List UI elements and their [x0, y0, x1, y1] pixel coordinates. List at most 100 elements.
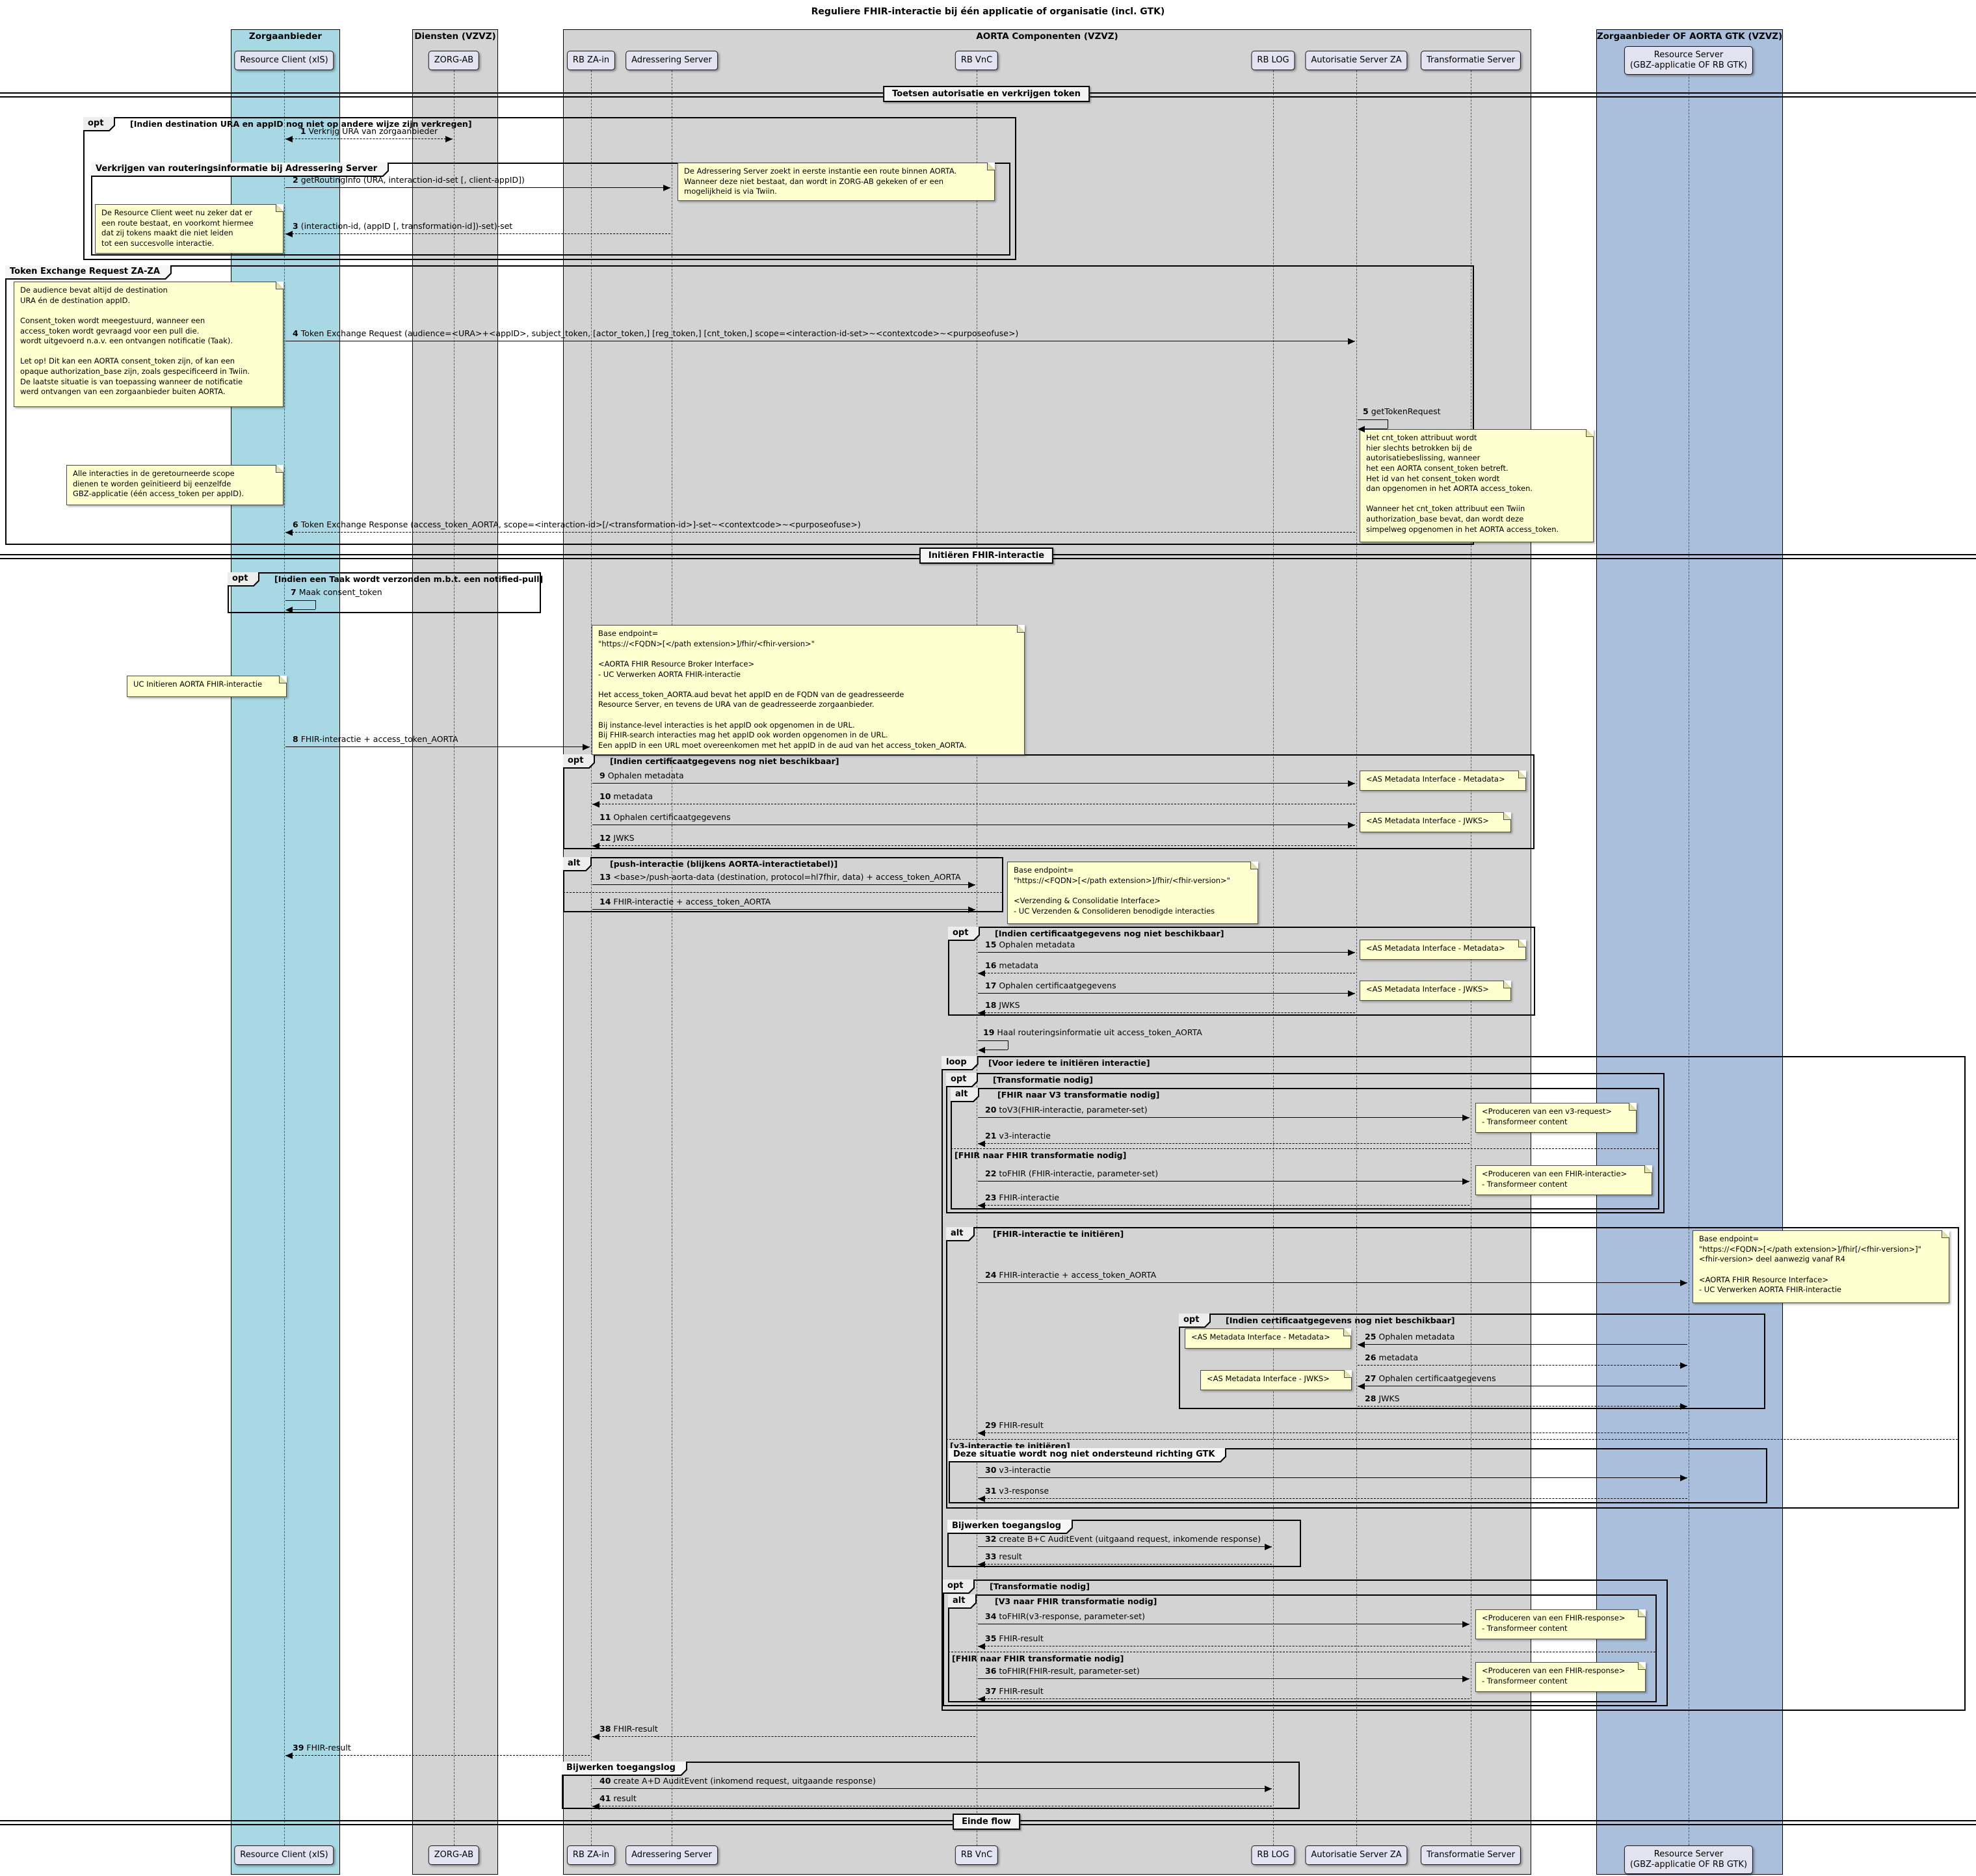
message-37-arrowhead-left [978, 1696, 985, 1702]
fragment-opt-3: opt [228, 572, 541, 613]
participant-top-rbvnc: RB VnC [955, 51, 999, 70]
message-25-label: 25 Ophalen metadata [1365, 1332, 1455, 1341]
fragment-tag: Bijwerken toegangslog [947, 1520, 1073, 1534]
message-20-label: 20 toV3(FHIR-interactie, parameter-set) [985, 1105, 1148, 1115]
message-39-label: 39 FHIR-result [293, 1743, 351, 1752]
message-33-arrowhead-left [978, 1561, 985, 1568]
note-as-jwks-3: <AS Metadata Interface - JWKS> [1200, 1370, 1352, 1390]
message-text: Verkrijg URA van zorgaanbieder [308, 126, 438, 136]
message-26-arrowhead [1680, 1362, 1687, 1369]
message-38-label: 38 FHIR-result [599, 1724, 658, 1734]
message-32-line [978, 1546, 1272, 1547]
fragment-else-line [563, 892, 1002, 893]
message-number: 28 [1365, 1394, 1377, 1403]
message-number: 3 [293, 221, 298, 231]
message-text: metadata [1378, 1353, 1418, 1362]
message-number: 1 [300, 126, 306, 136]
message-40-line [592, 1788, 1272, 1789]
message-18-line [978, 1012, 1355, 1013]
fragment-group-2: Token Exchange Request ZA-ZA [5, 265, 1474, 545]
message-text: Ophalen certificaatgegevens [613, 812, 731, 822]
message-35-label: 35 FHIR-result [985, 1633, 1044, 1643]
message-2-line [285, 187, 670, 188]
fragment-tag-label: opt [948, 927, 979, 940]
message-2-arrowhead [663, 185, 670, 191]
message-text: metadata [613, 791, 653, 801]
message-number: 39 [293, 1743, 304, 1752]
note-as-metadata-1: <AS Metadata Interface - Metadata> [1360, 771, 1526, 791]
message-text: v3-interactie [999, 1131, 1051, 1141]
fragment-tag-label: opt [228, 572, 258, 585]
participant-bottom-rblog: RB LOG [1251, 1845, 1295, 1865]
message-41-arrowhead-left [592, 1803, 599, 1810]
message-35-arrowhead-left [978, 1643, 985, 1650]
note-cnt-token: Het cnt_token attribuut wordt hier slech… [1360, 429, 1594, 542]
message-2-label: 2 getRoutingInfo (URA, interaction-id-se… [293, 175, 525, 185]
message-text: FHIR-interactie + access_token_AORTA [300, 734, 458, 744]
message-number: 29 [985, 1420, 997, 1430]
message-number: 35 [985, 1633, 997, 1643]
note-as-jwks-2: <AS Metadata Interface - JWKS> [1360, 981, 1511, 1001]
message-32-label: 32 create B+C AuditEvent (uitgaand reque… [985, 1534, 1261, 1544]
message-6-label: 6 Token Exchange Response (access_token_… [293, 520, 861, 529]
fragment-tag: opt [948, 927, 980, 941]
participant-top-trans: Transformatie Server [1420, 51, 1522, 70]
message-29-arrowhead-left [978, 1430, 985, 1436]
message-12-arrowhead-left [592, 843, 599, 849]
message-text: Token Exchange Request (audience=<URA>+<… [300, 328, 1019, 338]
message-22-label: 22 toFHIR (FHIR-interactie, parameter-se… [985, 1169, 1158, 1178]
fragment-tag-label: Verkrijgen van routeringsinformatie bij … [91, 163, 388, 176]
message-number: 14 [599, 897, 611, 906]
message-21-label: 21 v3-interactie [985, 1131, 1051, 1141]
fragment-tag-label: alt [951, 1088, 978, 1101]
fragment-tag-label: opt [946, 1073, 977, 1086]
message-number: 11 [599, 812, 611, 822]
message-number: 18 [985, 1000, 997, 1010]
message-33-label: 33 result [985, 1552, 1022, 1561]
message-text: v3-interactie [999, 1465, 1051, 1475]
message-19-arrowhead [978, 1047, 985, 1053]
band-label-gtk: Zorgaanbieder OF AORTA GTK (VZVZ) [1596, 31, 1783, 42]
note-as-jwks-1: <AS Metadata Interface - JWKS> [1360, 812, 1511, 832]
fragment-else-label: [FHIR naar FHIR transformatie nodig] [955, 1150, 1127, 1160]
message-40-label: 40 create A+D AuditEvent (inkomend reque… [599, 1776, 876, 1786]
note-base-endpoint-vnc: Base endpoint= "https://<FQDN>[</path ex… [1007, 862, 1258, 924]
message-12-line [592, 845, 1355, 846]
fragment-opt-6: opt [948, 927, 1535, 1016]
fragment-tag: alt [948, 1594, 977, 1609]
message-9-label: 9 Ophalen metadata [599, 771, 684, 780]
fragment-tag-label: alt [948, 1594, 975, 1607]
message-text: result [999, 1552, 1022, 1561]
message-28-line [1358, 1406, 1687, 1407]
fragment-group-12: Deze situatie wordt nog niet ondersteund… [949, 1448, 1767, 1503]
message-28-label: 28 JWKS [1365, 1394, 1400, 1403]
message-27-arrowhead-left [1358, 1383, 1365, 1390]
message-23-arrowhead-left [978, 1202, 985, 1209]
message-31-line [978, 1498, 1687, 1499]
message-29-label: 29 FHIR-result [985, 1420, 1044, 1430]
fragment-condition: [FHIR-interactie te initiëren] [993, 1229, 1124, 1239]
participant-top-zorgab: ZORG-AB [428, 51, 480, 70]
divider-0-label: Toetsen autorisatie en verkrijgen token [883, 86, 1090, 102]
fragment-tag-label: loop [942, 1056, 977, 1069]
fragment-condition: [FHIR naar V3 transformatie nodig] [997, 1090, 1160, 1100]
fragment-tag-label: alt [563, 857, 590, 870]
participant-top-rblog: RB LOG [1251, 51, 1295, 70]
fragment-condition: [push-interactie (blijkens AORTA-interac… [610, 859, 838, 869]
participant-bottom-rc: Resource Client (xIS) [234, 1845, 334, 1865]
message-5-line [1358, 419, 1388, 420]
fragment-tag: Verkrijgen van routeringsinformatie bij … [91, 163, 389, 177]
message-number: 37 [985, 1686, 997, 1696]
participant-top-asza: Autorisatie Server ZA [1305, 51, 1408, 70]
fragment-tag: opt [946, 1073, 978, 1087]
fragment-else-label: [FHIR naar FHIR transformatie nodig] [952, 1654, 1124, 1663]
message-15-line [978, 952, 1355, 953]
participant-top-rbza: RB ZA-in [566, 51, 616, 70]
message-4-label: 4 Token Exchange Request (audience=<URA>… [293, 328, 1018, 338]
message-19-label: 19 Haal routeringsinformatie uit access_… [983, 1027, 1202, 1037]
fragment-else-line [946, 1439, 1958, 1440]
participant-bottom-trans: Transformatie Server [1420, 1845, 1522, 1865]
note-produceren-fhir-interactie: <Produceren van een FHIR-interactie> - T… [1475, 1165, 1652, 1195]
fragment-group-1: Verkrijgen van routeringsinformatie bij … [91, 163, 1010, 256]
